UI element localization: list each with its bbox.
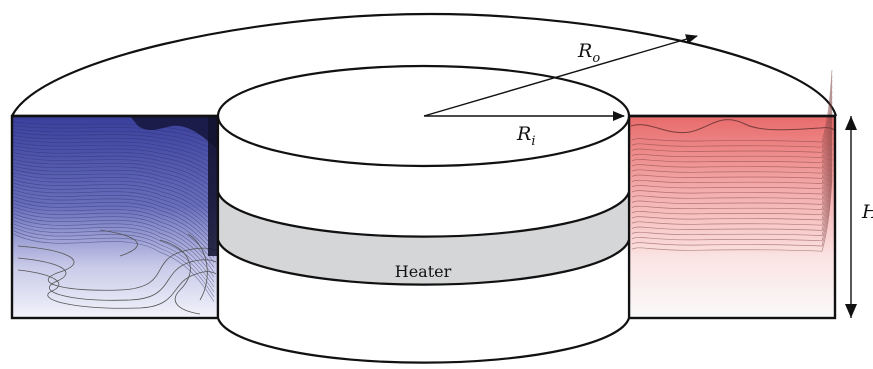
left-isotherm-line xyxy=(13,203,215,258)
left-isotherm-line xyxy=(13,206,215,263)
inner-cylinder-top xyxy=(216,64,631,168)
right-isotherm-line xyxy=(631,147,833,221)
height-label: H xyxy=(861,201,873,223)
right-isotherm-line xyxy=(631,101,833,174)
left-isotherm-line xyxy=(13,155,215,190)
left-section-panel xyxy=(10,114,220,320)
right-isotherm-line xyxy=(631,90,833,164)
right-isotherm-line xyxy=(631,137,833,210)
right-isotherm-line xyxy=(631,173,833,247)
right-isotherm-line xyxy=(631,121,833,195)
left-isotherm-line xyxy=(13,216,215,278)
left-isotherm-line xyxy=(13,128,215,151)
left-isotherm-line xyxy=(13,145,215,175)
left-isotherm-line xyxy=(13,179,215,224)
left-isotherm-line xyxy=(13,135,215,160)
left-isotherm-line xyxy=(13,213,215,273)
left-isotherm-line xyxy=(13,182,215,229)
left-isotherm-line xyxy=(13,148,215,180)
right-isotherm-line xyxy=(631,168,833,242)
right-isotherm-line xyxy=(631,132,833,205)
right-isotherms xyxy=(631,69,833,252)
left-isotherm-line xyxy=(13,233,215,302)
left-isotherm-line xyxy=(13,159,215,195)
left-isotherm-line xyxy=(13,165,215,204)
left-isotherm-line xyxy=(13,172,215,214)
left-isotherm-line xyxy=(13,193,215,244)
left-isotherm-line xyxy=(13,142,215,170)
right-isotherm-line xyxy=(631,111,833,184)
inner-radius-label: Ri xyxy=(516,123,535,149)
left-isotherm-line xyxy=(13,227,215,293)
right-isotherm-line xyxy=(631,80,833,153)
left-isotherm-line xyxy=(13,162,215,200)
right-isotherm-line xyxy=(631,106,833,179)
left-isotherms xyxy=(13,121,215,302)
right-top-wave xyxy=(630,119,835,134)
right-isotherm-line xyxy=(631,69,833,143)
inner-cylinder xyxy=(216,64,631,364)
left-isotherm-line xyxy=(13,152,215,185)
left-isotherm-line xyxy=(13,189,215,239)
left-isotherm-line xyxy=(13,138,215,165)
right-isotherm-line xyxy=(631,153,833,226)
outer-radius-arrow xyxy=(423,34,698,117)
outer-cylinder-rim xyxy=(11,12,838,117)
right-isotherm-line xyxy=(631,163,833,236)
left-wavy-lines xyxy=(17,229,217,315)
heater-band xyxy=(218,192,629,285)
left-isotherm-line xyxy=(13,131,215,155)
outer-radius-label: Ro xyxy=(577,40,600,66)
heater-label: Heater xyxy=(395,262,452,281)
left-isotherm-line xyxy=(13,230,215,297)
right-isotherm-line xyxy=(631,158,833,231)
left-isotherm-line xyxy=(13,199,215,253)
right-isotherm-line xyxy=(631,142,833,216)
right-isotherm-line xyxy=(631,95,833,169)
left-isotherm-line xyxy=(13,196,215,248)
left-isotherm-line xyxy=(13,223,215,288)
left-isotherm-line xyxy=(13,220,215,283)
right-isotherm-line xyxy=(631,85,833,158)
left-isotherm-line xyxy=(13,176,215,219)
right-isotherm-line xyxy=(631,75,833,148)
right-isotherm-line xyxy=(631,127,833,200)
right-isotherm-line xyxy=(631,116,833,190)
left-isotherm-line xyxy=(13,169,215,209)
left-isotherm-line xyxy=(13,186,215,234)
right-section-panel xyxy=(627,69,837,320)
left-top-dark-band xyxy=(130,116,218,150)
height-dimension xyxy=(845,116,857,318)
right-isotherm-line xyxy=(631,179,833,252)
